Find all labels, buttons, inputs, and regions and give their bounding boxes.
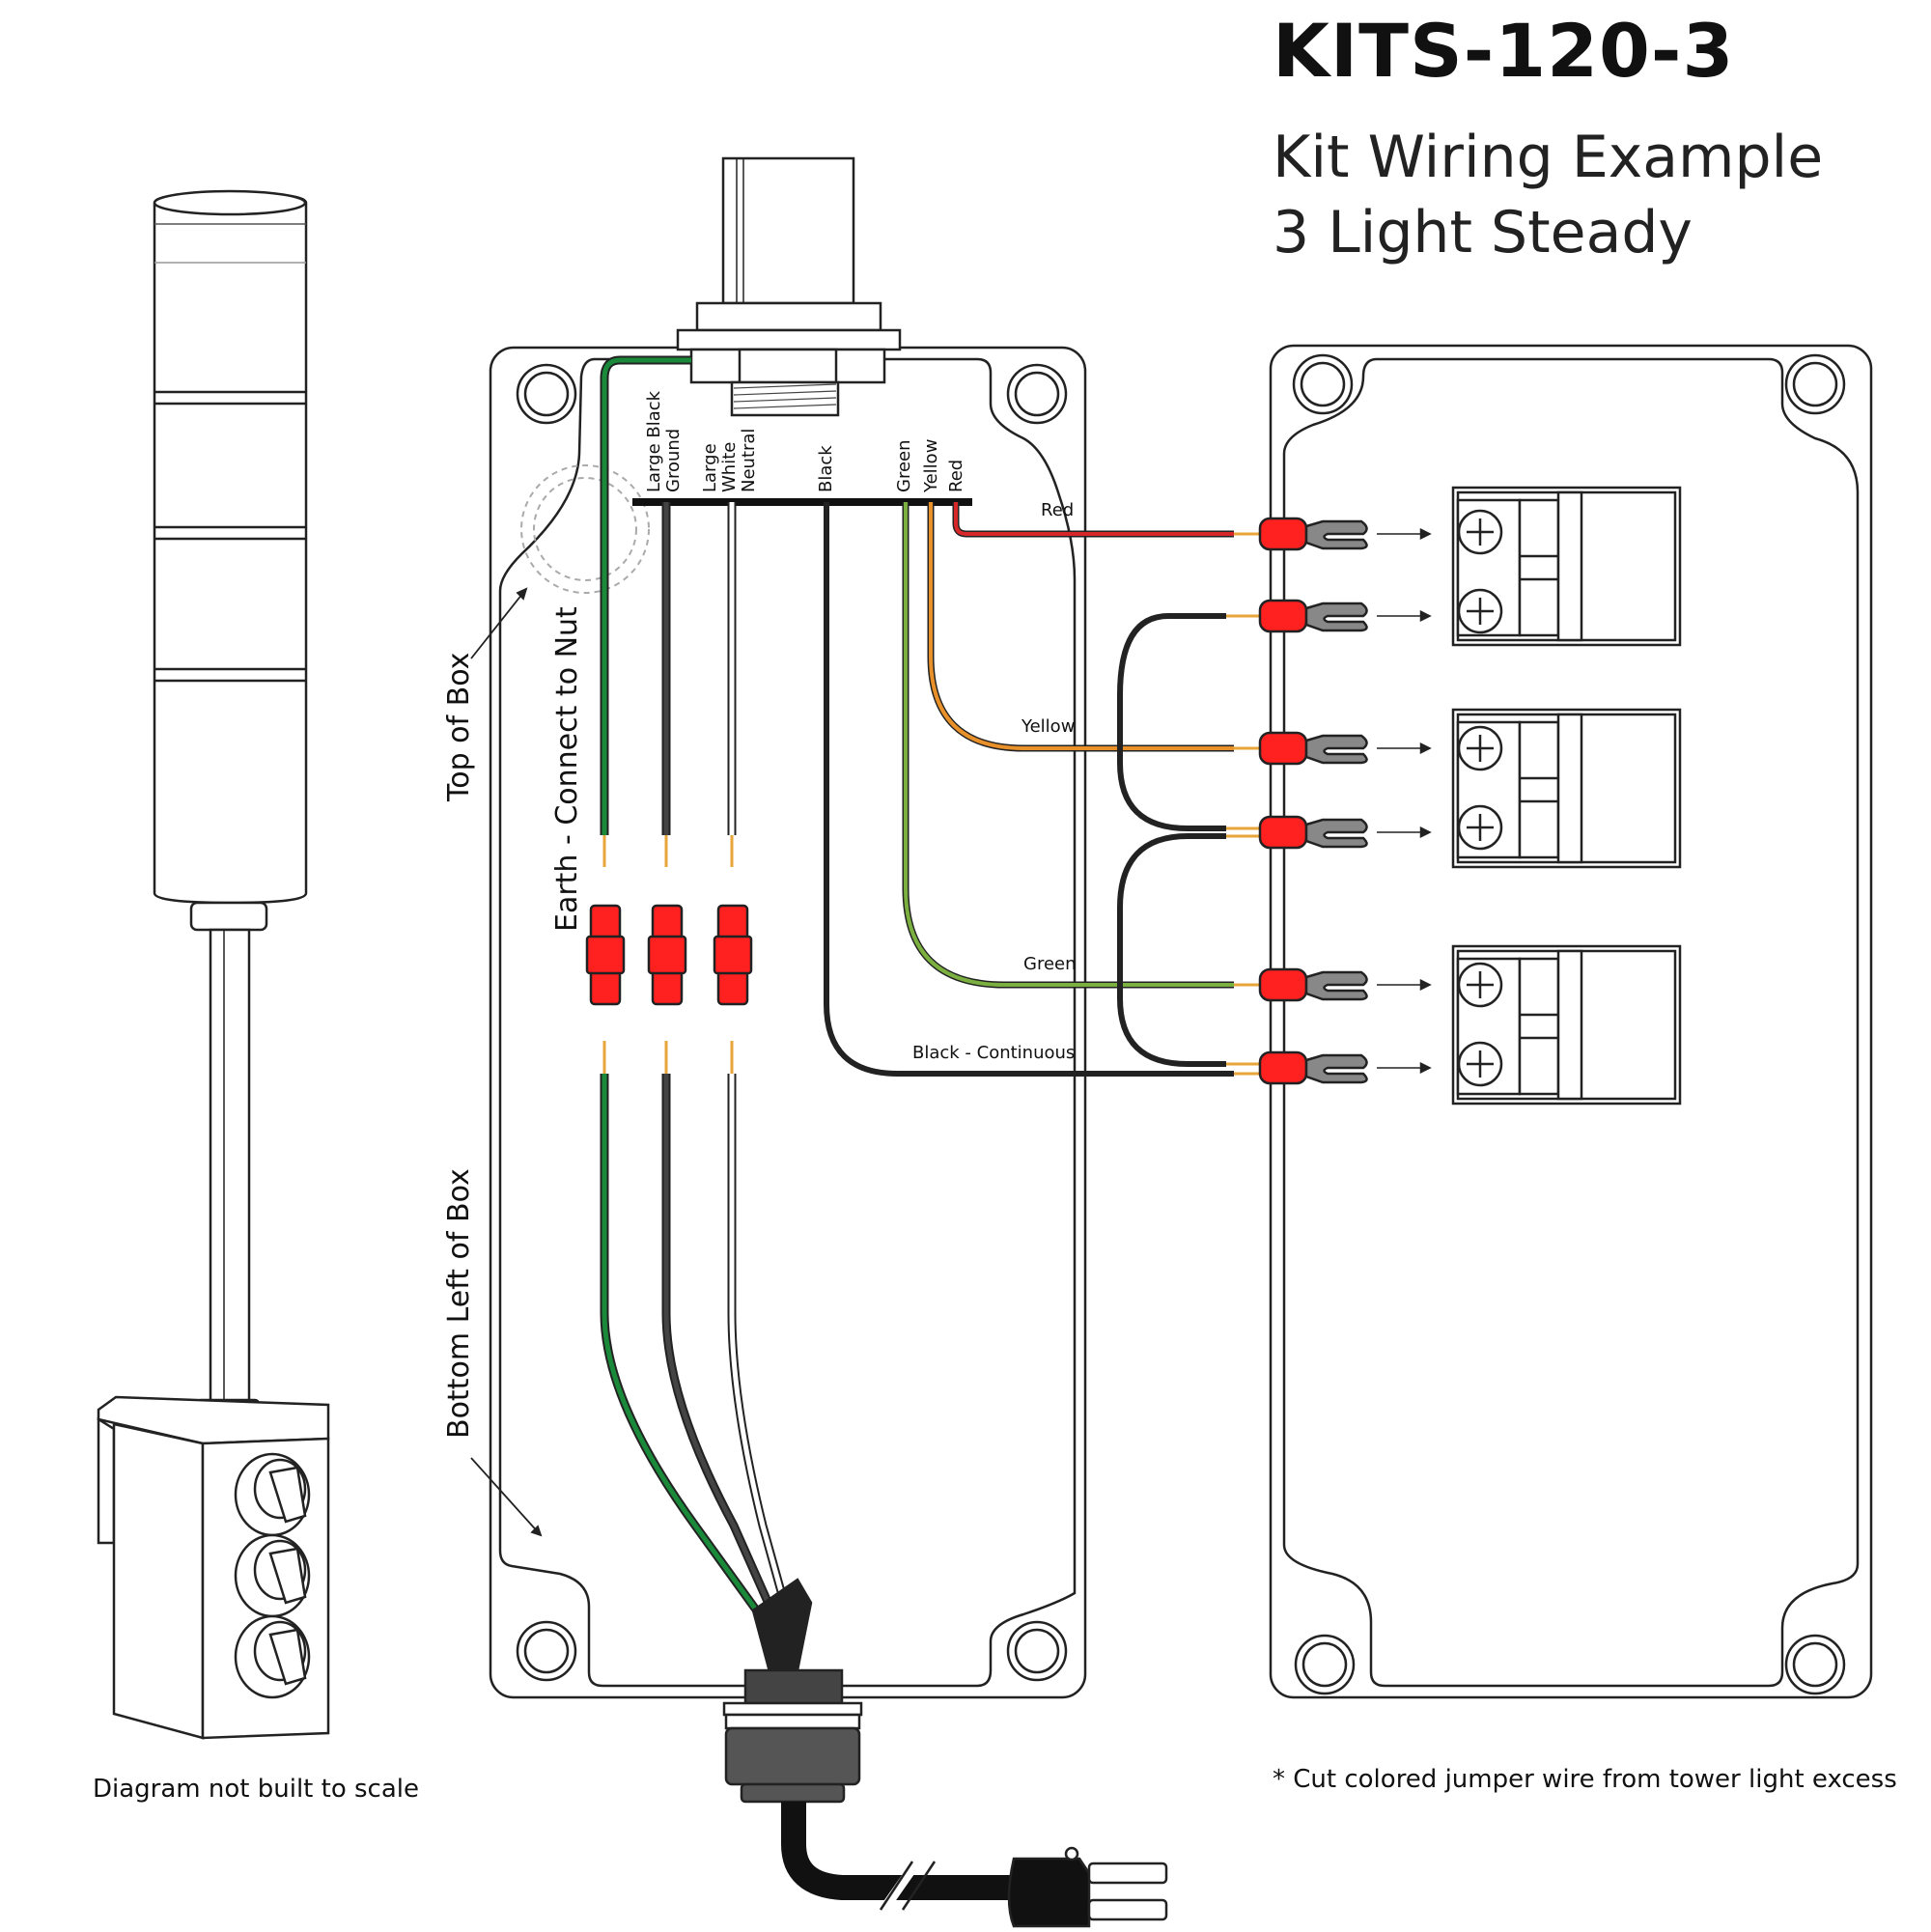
spade-connector-icon [1258, 599, 1432, 633]
run-label-black-continuous: Black - Continuous [912, 1043, 1076, 1063]
tower-light-icon [153, 189, 308, 1417]
run-label-yellow: Yellow [1021, 716, 1076, 737]
terminal-block-icon [1451, 708, 1682, 869]
spade-connector-icon [1258, 731, 1432, 766]
terminal-block-icon [1451, 944, 1682, 1106]
spade-connector-icon [1258, 967, 1432, 1002]
subtitle-line-1: Kit Wiring Example [1273, 124, 1824, 191]
cord-grip-icon [722, 1578, 863, 1804]
power-cable [781, 1802, 1014, 1913]
run-label-red: Red [1041, 500, 1075, 520]
top-of-box-label: Top of Box [442, 652, 476, 801]
scale-note: Diagram not built to scale [93, 1775, 419, 1804]
spade-connector-icon [1258, 1050, 1432, 1085]
butt-splice-connectors [585, 904, 753, 1006]
spade-connectors [1258, 517, 1432, 1085]
wire-runs [824, 502, 1234, 1077]
switch-box-icon [97, 1395, 330, 1740]
tower-wire-label-neutral: Large White Neutral [700, 428, 759, 492]
tower-wires [661, 502, 737, 835]
tower-wire-label-green: Green [894, 439, 914, 492]
spade-connector-icon [1258, 815, 1432, 850]
tower-wire-label-red: Red [946, 459, 966, 492]
wire-stripped-ends [1226, 532, 1260, 1076]
tower-wire-label-ground: Large Black Ground [644, 390, 684, 492]
page-title: KITS-120-3 [1273, 8, 1735, 94]
cord-wires [600, 1074, 792, 1615]
earth-wire [600, 355, 691, 835]
tower-wire-label-black: Black [816, 445, 836, 492]
subtitle-line-2: 3 Light Steady [1273, 199, 1693, 266]
bottom-left-of-box-label: Bottom Left of Box [442, 1168, 476, 1439]
terminal-block-icon [1451, 486, 1682, 647]
terminal-blocks [1451, 486, 1682, 1106]
earth-label: Earth - Connect to Nut [550, 606, 584, 932]
dashed-knockout [520, 464, 650, 594]
jumper-note: * Cut colored jumper wire from tower lig… [1273, 1765, 1897, 1794]
spade-connector-icon [1258, 517, 1432, 551]
enclosure-base [489, 346, 1087, 1699]
top-fitting [676, 156, 902, 417]
plug-icon [1007, 1846, 1168, 1928]
run-label-green: Green [1023, 954, 1077, 974]
label-arrows [470, 587, 543, 1537]
tower-wire-label-yellow: Yellow [921, 438, 941, 492]
stripped-ends-top [602, 835, 734, 1074]
